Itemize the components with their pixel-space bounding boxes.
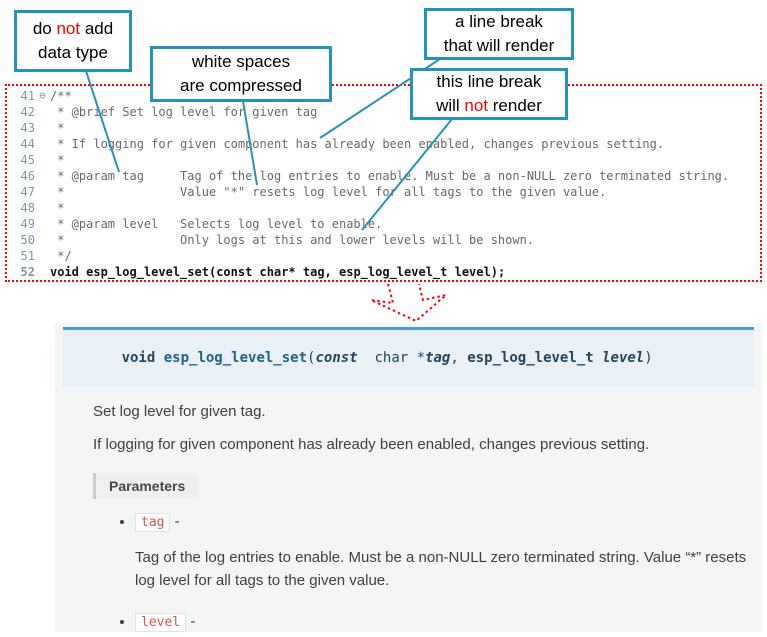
code-text: /** — [50, 89, 72, 103]
line-number: 50 — [20, 233, 35, 247]
rendered-docs-panel: void esp_log_level_set(const char *tag, … — [55, 323, 762, 632]
code-line: 41 ⊖ /** — [7, 88, 760, 104]
code-text: * If logging for given component has alr… — [50, 137, 665, 151]
function-signature: void esp_log_level_set(const char *tag, … — [63, 327, 754, 387]
code-line: 42 * @brief Set log level for given tag — [7, 104, 760, 120]
paren: ( — [208, 265, 217, 279]
doc-brief: Set log level for given tag. — [93, 403, 266, 420]
callout-line: do not add — [32, 18, 114, 38]
code-line: 51 */ — [7, 248, 760, 264]
callout-whitespace-compressed: white spaces are compressed — [150, 46, 332, 102]
code-line: 45 * — [7, 152, 760, 168]
callout-line: will not render — [436, 96, 542, 115]
param-separator: - — [190, 612, 196, 630]
code-text: * — [50, 121, 65, 135]
parameters-heading: Parameters — [93, 473, 199, 499]
fold-gutter — [35, 184, 50, 200]
line-number: 48 — [20, 201, 35, 215]
param-description: Tag of the log entries to enable. Must b… — [135, 549, 747, 590]
doc-body: Set log level for given tag. If logging … — [93, 403, 754, 637]
code-text: * @param level Selects log level to enab… — [50, 217, 383, 231]
line-number: 49 — [20, 217, 35, 231]
fold-gutter — [35, 152, 50, 168]
callout-line: data type — [38, 43, 108, 62]
fold-gutter — [35, 248, 50, 264]
sig-param-tag: tag — [425, 350, 451, 366]
sig-space — [594, 350, 602, 366]
code-text: char* tag, esp_log_level_t level); — [252, 265, 506, 279]
code-text: * — [50, 201, 65, 215]
fold-gutter — [35, 120, 50, 136]
fold-gutter — [35, 232, 50, 248]
parameter-item-tag: tag - Tag of the log entries to enable. … — [135, 513, 754, 593]
code-editor-panel: 41 ⊖ /** 42 * @brief Set log level for g… — [5, 84, 762, 282]
parameter-list: tag - Tag of the log entries to enable. … — [93, 513, 754, 637]
fold-icon[interactable]: ⊖ — [39, 89, 46, 102]
sig-type-char: char * — [357, 350, 426, 366]
sig-function-name: esp_log_level_set — [163, 350, 308, 366]
doc-description: If logging for given component has alrea… — [93, 436, 650, 453]
fold-gutter — [35, 104, 50, 120]
line-number: 43 — [20, 121, 35, 135]
sig-paren-open: ( — [307, 350, 316, 366]
fold-gutter — [35, 264, 50, 280]
line-number: 47 — [20, 185, 35, 199]
callout-line: this line break — [436, 71, 542, 91]
callout-no-data-type: do not add data type — [14, 10, 132, 72]
sig-param-level: level — [602, 350, 645, 366]
callout-line: a line break — [455, 11, 543, 31]
code-line-function-declaration: 52 void esp_log_level_set(const char* ta… — [7, 264, 760, 280]
param-name-chip: level — [135, 612, 187, 632]
code-text: * — [50, 153, 65, 167]
callout-line: that will render — [443, 36, 555, 55]
sig-type-loglevel: esp_log_level_t — [467, 350, 594, 366]
function-name: esp_log_level_set — [86, 265, 209, 279]
code-line: 44 * If logging for given component has … — [7, 136, 760, 152]
callout-line: white spaces — [191, 51, 291, 71]
callout-line-break-renders: a line break that will render — [424, 8, 574, 60]
emphasis-not: not — [56, 18, 81, 38]
code-line: 48 * — [7, 200, 760, 216]
code-text: * Value "*" resets log level for all tag… — [50, 185, 607, 199]
param-separator: - — [174, 513, 180, 530]
code-text: */ — [50, 249, 72, 263]
code-line: 50 * Only logs at this and lower levels … — [7, 232, 760, 248]
arrow-down-icon — [370, 283, 447, 323]
fold-gutter — [35, 168, 50, 184]
sig-keyword-const: const — [315, 350, 358, 366]
code-text: * @brief Set log level for given tag — [50, 105, 318, 119]
code-text: * @param tag Tag of the log entries to e… — [50, 169, 730, 183]
code-line: 46 * @param tag Tag of the log entries t… — [7, 168, 760, 184]
code-line: 49 * @param level Selects log level to e… — [7, 216, 760, 232]
param-name-chip: tag — [135, 513, 171, 532]
fold-gutter — [35, 216, 50, 232]
line-number: 42 — [20, 105, 35, 119]
emphasis-not: not — [464, 96, 489, 115]
sig-comma: , — [450, 350, 468, 366]
sig-paren-close: ) — [644, 350, 653, 366]
code-text: * Only logs at this and lower levels wil… — [50, 233, 535, 247]
code-line: 47 * Value "*" resets log level for all … — [7, 184, 760, 200]
fold-gutter — [35, 200, 50, 216]
line-number: 52 — [20, 265, 35, 279]
fold-gutter — [35, 136, 50, 152]
parameter-item-level: level - Selects log level to enable. Onl… — [135, 612, 754, 637]
sig-keyword-void: void — [121, 350, 164, 366]
line-number: 51 — [20, 249, 35, 263]
keyword-const: const — [216, 265, 253, 279]
line-number: 44 — [20, 137, 35, 151]
line-number: 46 — [20, 169, 35, 183]
keyword-void: void — [50, 265, 87, 279]
callout-line: are compressed — [180, 76, 302, 95]
code-line: 43 * — [7, 120, 760, 136]
line-number: 45 — [20, 153, 35, 167]
callout-line-break-not-render: this line break will not render — [410, 68, 568, 120]
line-number: 41 — [20, 89, 35, 103]
